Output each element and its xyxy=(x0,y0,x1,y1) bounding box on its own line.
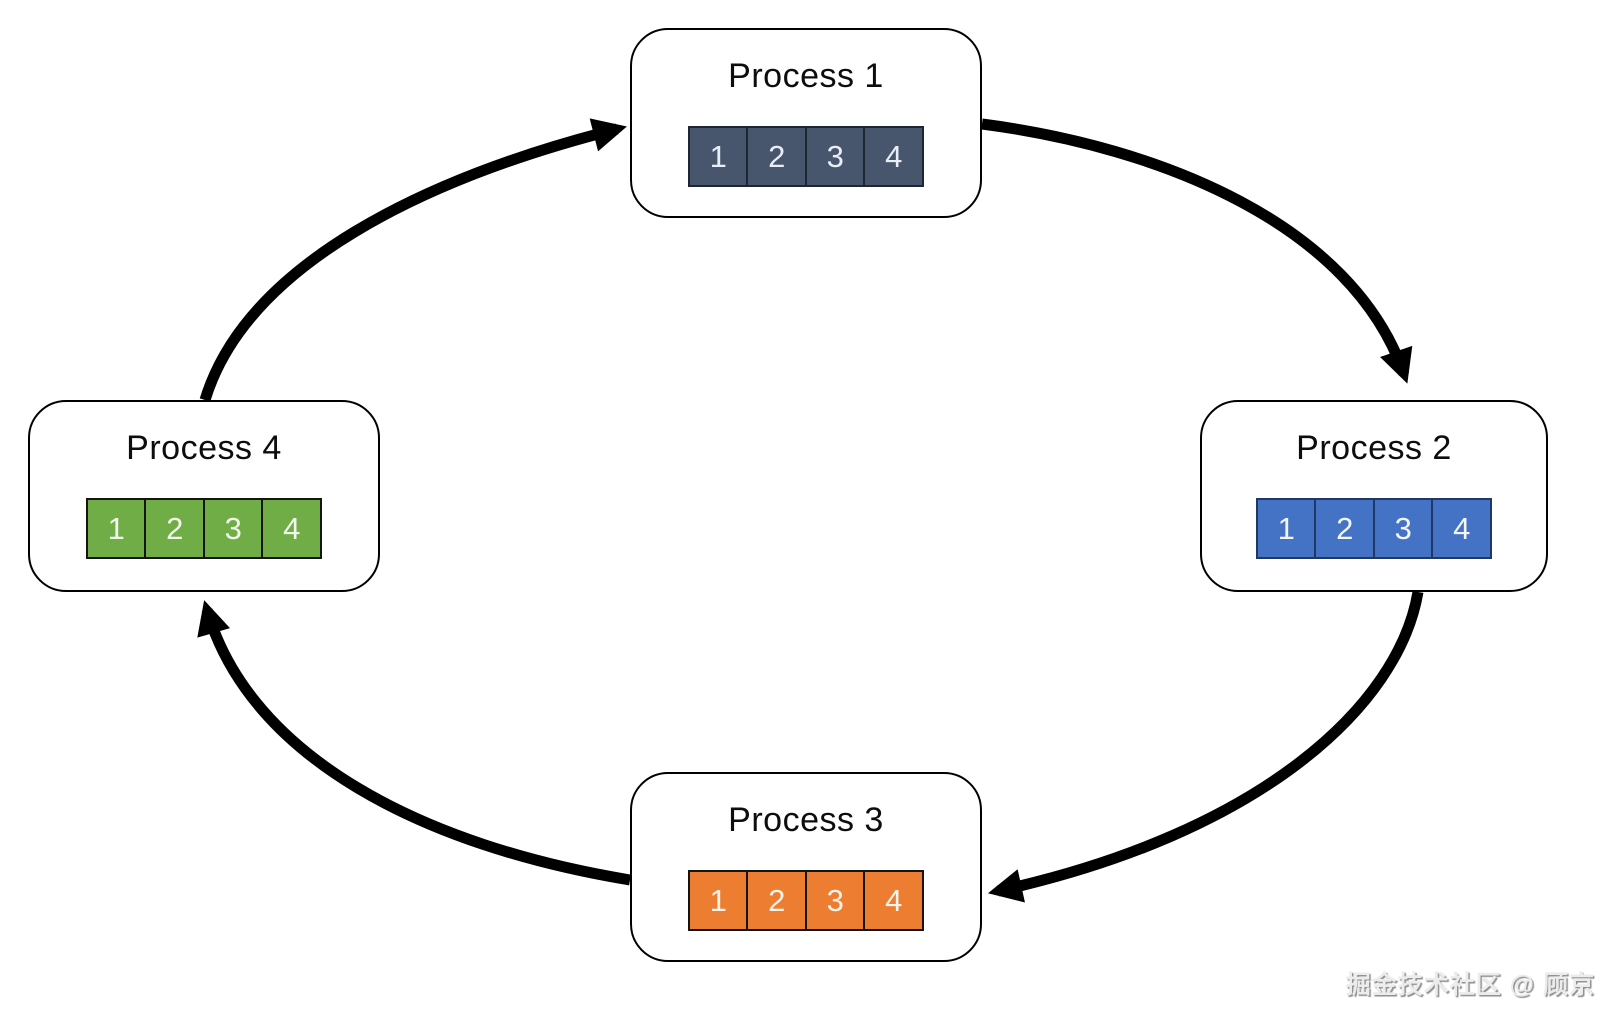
process-3-cell-4: 4 xyxy=(863,870,925,931)
process-4-title: Process 4 xyxy=(126,429,282,467)
process-3-cell-1: 1 xyxy=(687,870,749,931)
process-3-title: Process 3 xyxy=(728,801,884,839)
watermark: 掘金技术社区 @ 顾京 xyxy=(1345,971,1595,999)
process-3-cell-2: 2 xyxy=(746,870,808,931)
arrow-process4-to-process1 xyxy=(199,118,627,402)
arrow-process2-to-process3 xyxy=(988,591,1424,903)
process-2-buffer: 1 2 3 4 xyxy=(1255,498,1493,559)
process-4-cell-4: 4 xyxy=(261,498,323,559)
process-4-cell-2: 2 xyxy=(144,498,206,559)
process-2-cell-4: 4 xyxy=(1431,498,1493,559)
process-4-box: Process 4 1 2 3 4 xyxy=(28,400,380,592)
process-1-cell-1: 1 xyxy=(687,126,749,187)
process-4-buffer: 1 2 3 4 xyxy=(85,498,323,559)
process-2-cell-3: 3 xyxy=(1372,498,1434,559)
process-3-buffer: 1 2 3 4 xyxy=(687,870,925,931)
process-1-buffer: 1 2 3 4 xyxy=(687,126,925,187)
process-4-cell-1: 1 xyxy=(85,498,147,559)
arrow-process3-to-process4 xyxy=(197,600,631,886)
process-2-cell-1: 1 xyxy=(1255,498,1317,559)
arrow-process1-to-process2 xyxy=(981,118,1413,384)
process-4-cell-3: 3 xyxy=(202,498,264,559)
process-1-title: Process 1 xyxy=(728,57,884,95)
process-1-cell-4: 4 xyxy=(863,126,925,187)
process-1-cell-2: 2 xyxy=(746,126,808,187)
process-2-cell-2: 2 xyxy=(1314,498,1376,559)
process-3-box: Process 3 1 2 3 4 xyxy=(630,772,982,962)
process-1-box: Process 1 1 2 3 4 xyxy=(630,28,982,218)
process-2-box: Process 2 1 2 3 4 xyxy=(1200,400,1548,592)
process-1-cell-3: 3 xyxy=(804,126,866,187)
process-2-title: Process 2 xyxy=(1296,429,1452,467)
process-3-cell-3: 3 xyxy=(804,870,866,931)
